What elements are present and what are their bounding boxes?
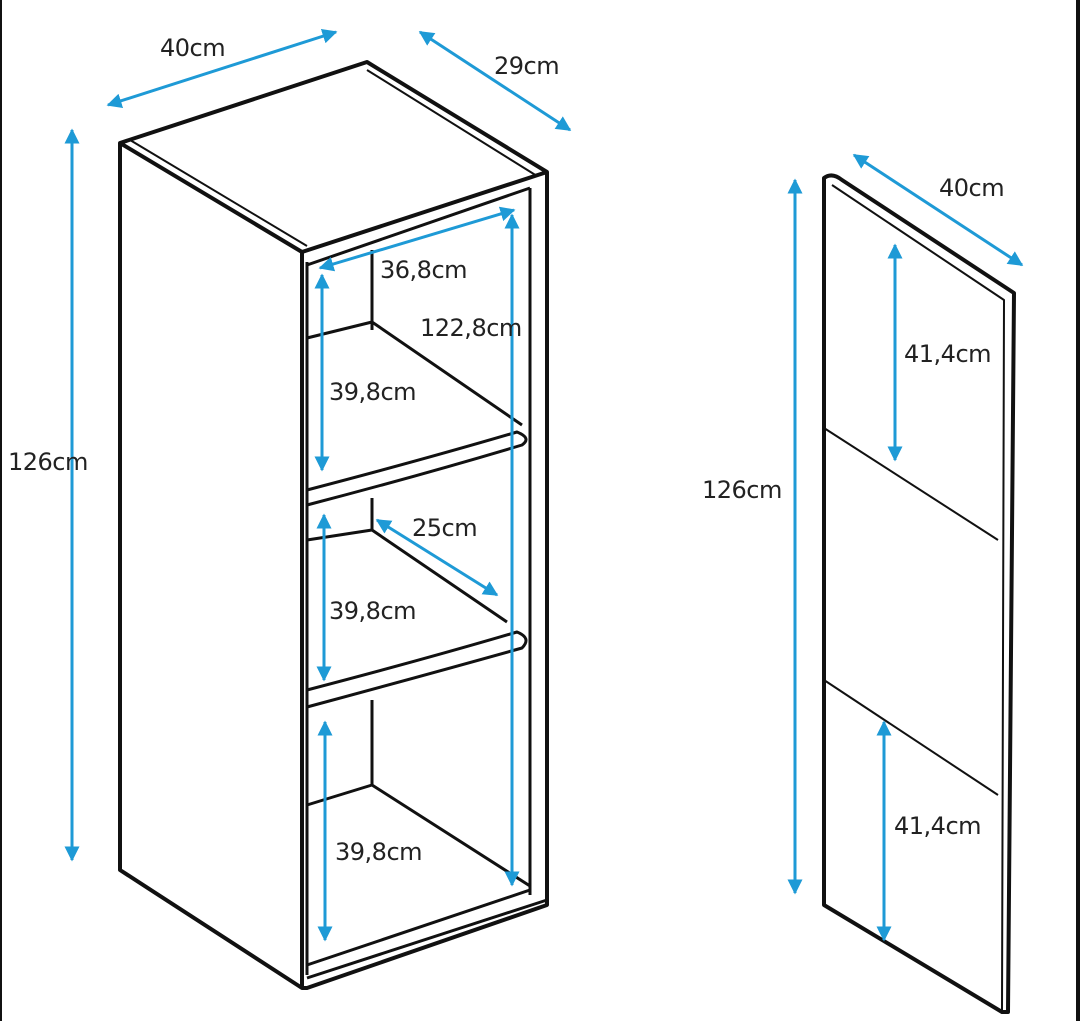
arrow-inner-width [318,206,516,272]
label-door-height: 126cm [702,476,782,504]
label-inner-width: 36,8cm [380,256,468,284]
label-door-top-section: 41,4cm [904,340,992,368]
label-compartment-1: 39,8cm [329,378,417,406]
arrow-door-width [852,153,1024,267]
label-door-width: 40cm [939,174,1005,202]
label-compartment-2: 39,8cm [329,597,417,625]
label-shelf-depth: 25cm [412,514,478,542]
door-panel-outline [822,173,1016,1014]
label-door-bottom-section: 41,4cm [894,812,982,840]
label-cabinet-height: 126cm [8,448,88,476]
label-inner-height: 122,8cm [420,314,522,342]
label-compartment-3: 39,8cm [335,838,423,866]
cabinet-outline [118,60,549,990]
label-cabinet-width: 40cm [160,34,226,62]
arrow-shelf-depth [375,518,499,597]
label-cabinet-depth: 29cm [494,52,560,80]
arrow-cabinet-width [106,28,338,109]
dimension-arrows [64,28,1024,942]
arrow-cabinet-depth [418,30,572,132]
